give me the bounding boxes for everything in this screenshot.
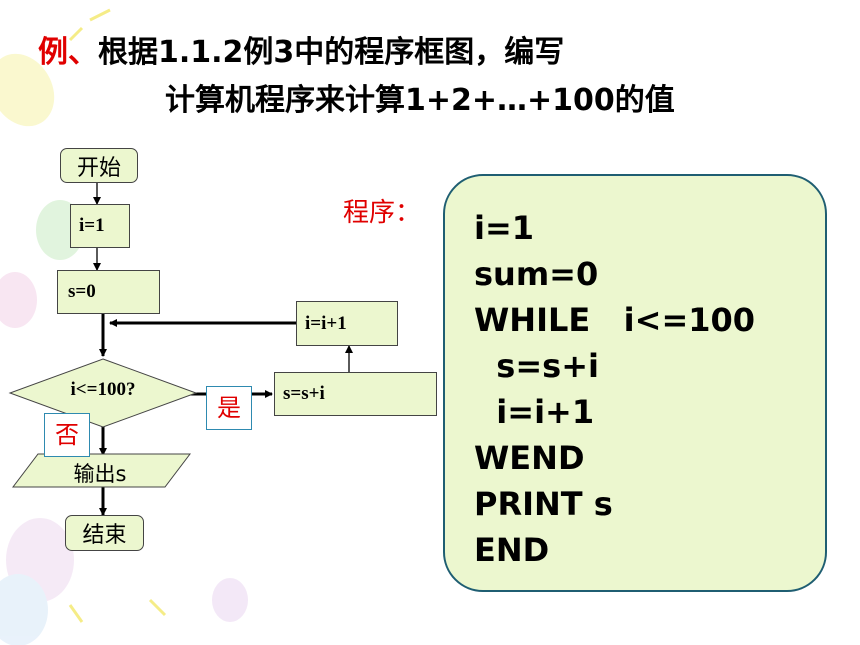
code-line: END bbox=[474, 531, 550, 569]
code-line: sum=0 bbox=[474, 255, 599, 293]
condition-diamond-shape bbox=[8, 358, 198, 428]
yes-label: 是 bbox=[206, 386, 252, 430]
start-node: 开始 bbox=[60, 148, 138, 183]
code-line: PRINT s bbox=[474, 485, 613, 523]
condition-text: i<=100? bbox=[70, 379, 136, 400]
init-s-node: s=0 bbox=[57, 270, 160, 314]
no-label: 否 bbox=[44, 413, 90, 457]
program-label: 程序： bbox=[343, 198, 422, 228]
code-line: WHILE i<=100 bbox=[474, 301, 756, 339]
init-i-node: i=1 bbox=[70, 204, 130, 248]
code-line: s=s+i bbox=[474, 347, 599, 385]
increment-node: i=i+1 bbox=[296, 301, 398, 346]
title-line-1: 例、根据1.1.2例3中的程序框图，编写 bbox=[38, 35, 565, 70]
output-parallelogram-shape bbox=[11, 453, 192, 488]
code-line: i=i+1 bbox=[474, 393, 595, 431]
end-node: 结束 bbox=[65, 515, 144, 551]
code-line: i=1 bbox=[474, 209, 535, 247]
code-line: WEND bbox=[474, 439, 585, 477]
output-text: 输出s bbox=[73, 462, 127, 486]
sum-node: s=s+i bbox=[274, 372, 437, 416]
title-line-2: 计算机程序来计算1+2+…+100的值 bbox=[165, 83, 675, 118]
program-code-box: i=1 sum=0 WHILE i<=100 s=s+i i=i+1 WEND … bbox=[443, 174, 827, 592]
